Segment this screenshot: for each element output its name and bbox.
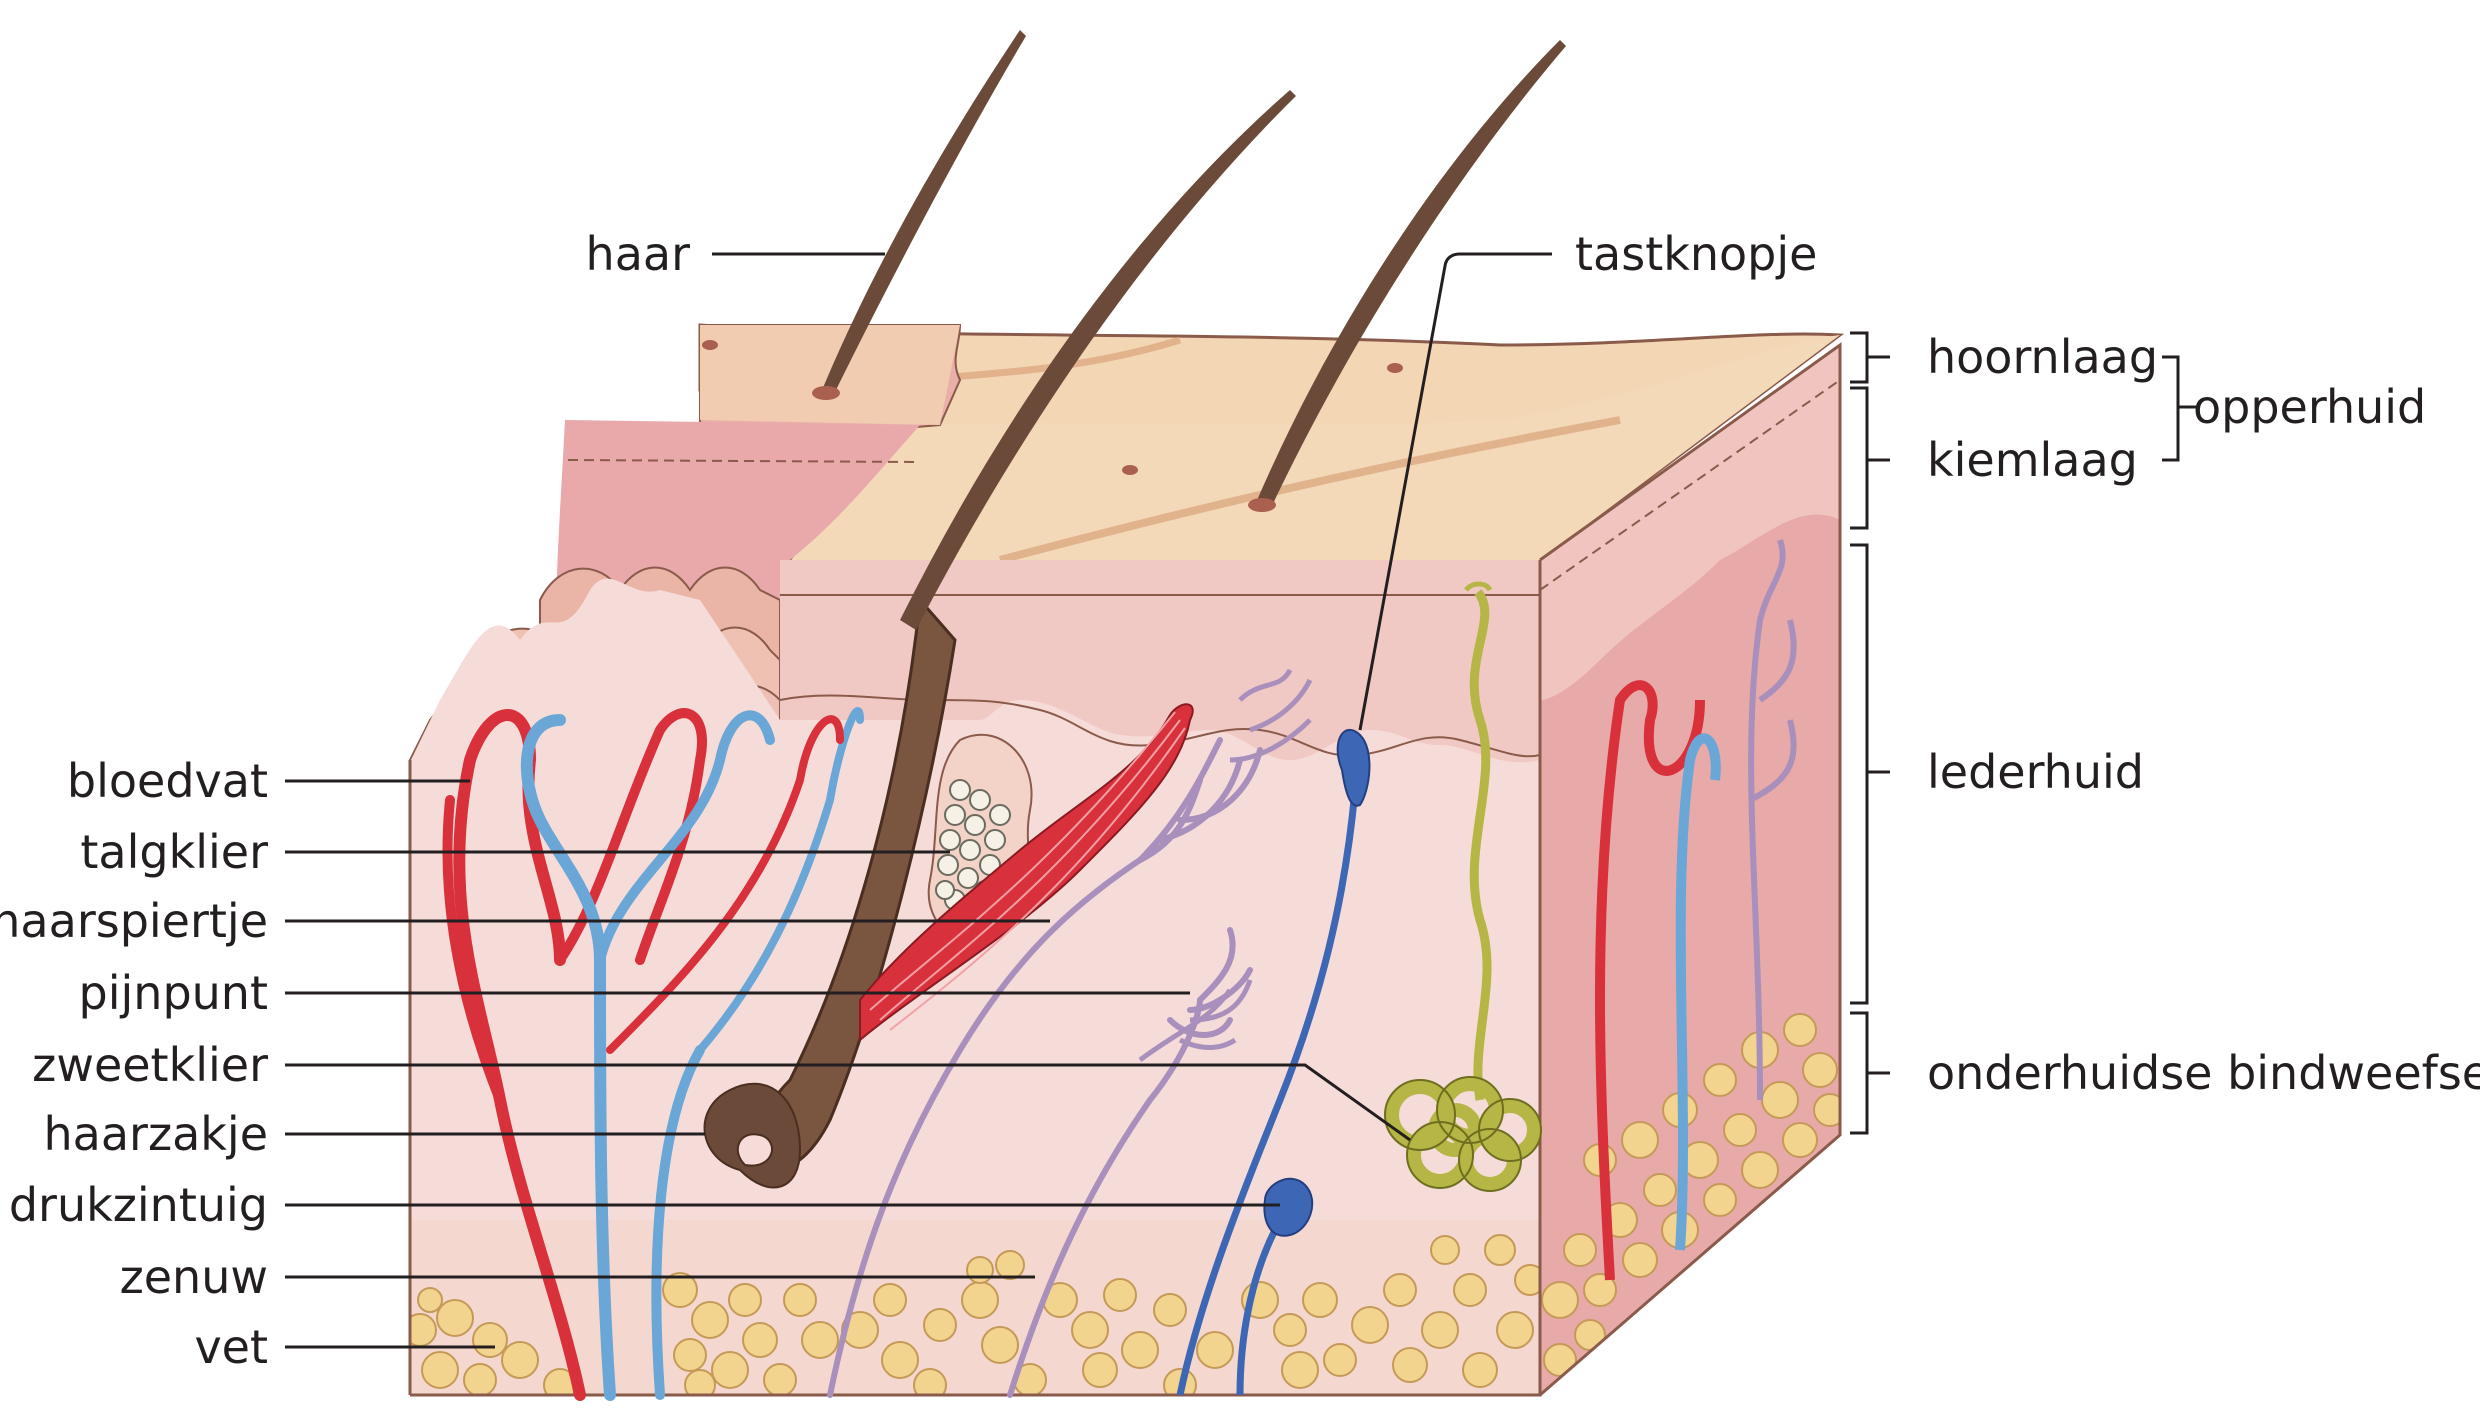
bracket-lederhuid	[1850, 543, 1890, 1005]
leader-lines	[285, 252, 2200, 1349]
label-drukzintuig: drukzintuig	[9, 1178, 268, 1232]
pore	[702, 340, 718, 350]
touch-receptor-stalk	[1176, 789, 1359, 1396]
label-pijnpunt: pijnpunt	[79, 966, 268, 1020]
skin-top-surface	[780, 335, 1840, 560]
side-vein	[1675, 733, 1721, 1251]
bracket-opperhuid	[2162, 355, 2200, 462]
hair-pore	[812, 386, 840, 400]
label-haarspiertje: haarspiertje	[0, 894, 268, 948]
leader-zweetklier	[285, 1063, 1411, 1142]
label-onderhuidse-bindweefsel: onderhuidse bindweefsel	[1927, 1046, 2480, 1100]
label-kiemlaag: kiemlaag	[1927, 433, 2138, 487]
hair-shaft	[820, 30, 1026, 398]
label-lederhuid: lederhuid	[1927, 745, 2144, 799]
bracket-onderhuids	[1850, 1011, 1890, 1135]
label-tastknopje: tastknopje	[1575, 227, 1817, 281]
nerve-branch	[1229, 668, 1313, 763]
hair-bulb-inner	[736, 1133, 773, 1167]
bracket-hoornlaag	[1850, 331, 1890, 384]
pressure-receptor-stalk	[1236, 1228, 1279, 1396]
muscle-fibers	[869, 711, 1186, 1031]
kiemlaag-dash	[567, 459, 921, 463]
sweat-gland-coil-outline	[1384, 1076, 1542, 1192]
touch-receptor	[1336, 728, 1371, 807]
bracket-kiemlaag	[1850, 386, 1890, 530]
leader-tastknopje	[1358, 252, 1552, 731]
label-opperhuid: opperhuid	[2193, 380, 2426, 434]
sweat-duct-opening	[1464, 581, 1493, 592]
hair-shaft	[900, 90, 1296, 630]
block-right-edge	[1539, 342, 1842, 1397]
pore	[1387, 363, 1403, 373]
hair-shaft	[1255, 40, 1566, 510]
side-kiemlaag	[1540, 379, 1840, 591]
label-talgklier: talgklier	[80, 825, 268, 879]
label-vet: vet	[194, 1320, 268, 1374]
side-fat-cells	[1541, 1013, 1840, 1377]
pore	[1122, 465, 1138, 475]
label-hoornlaag: hoornlaag	[1927, 330, 2158, 384]
side-epidermis	[1540, 345, 1840, 700]
skin-block	[408, 30, 1845, 1401]
side-nerve	[1748, 539, 1797, 1101]
label-haarzakje: haarzakje	[44, 1107, 269, 1161]
labels: haar tastknopje bloedvat talgklier haars…	[0, 227, 2480, 1374]
label-haar: haar	[586, 227, 691, 281]
label-zweetklier: zweetklier	[32, 1038, 268, 1092]
sweat-duct	[1469, 589, 1492, 1101]
side-artery	[1595, 680, 1705, 1281]
block-front-edge	[410, 560, 1542, 1397]
fat-cells	[410, 1234, 1540, 1395]
label-zenuw: zenuw	[120, 1250, 268, 1304]
epidermis-front-band	[780, 560, 1540, 763]
blood-vessels	[442, 707, 864, 1401]
pressure-receptor	[1263, 1177, 1314, 1237]
hair-pore	[1248, 498, 1276, 512]
pain-nerve-endings	[1138, 979, 1253, 1063]
label-bloedvat: bloedvat	[67, 754, 268, 808]
